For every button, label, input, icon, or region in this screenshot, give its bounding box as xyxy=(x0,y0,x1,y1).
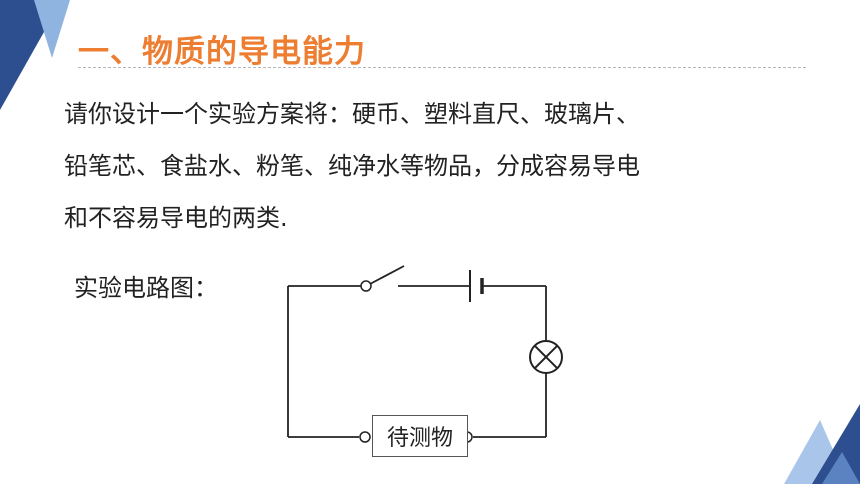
circuit-diagram xyxy=(287,265,563,443)
switch-blade xyxy=(369,265,405,285)
deco-triangle-light xyxy=(34,0,70,58)
deco-triangle-br-mid xyxy=(822,452,860,484)
circuit-label: 实验电路图： xyxy=(74,274,218,302)
paragraph-line: 和不容易导电的两类. xyxy=(64,204,288,232)
switch-terminal-left xyxy=(360,280,372,292)
title-divider xyxy=(78,67,806,68)
device-under-test-box: 待测物 xyxy=(372,415,468,457)
dut-terminal-left xyxy=(359,431,371,443)
page-title: 一、物质的导电能力 xyxy=(78,34,366,70)
device-under-test-label: 待测物 xyxy=(386,426,453,451)
paragraph-line: 铅笔芯、食盐水、粉笔、纯净水等物品，分成容易导电 xyxy=(64,152,640,180)
paragraph-line: 请你设计一个实验方案将：硬币、塑料直尺、玻璃片、 xyxy=(64,100,640,128)
instruction-paragraph: 请你设计一个实验方案将：硬币、塑料直尺、玻璃片、 铅笔芯、食盐水、粉笔、纯净水等… xyxy=(64,88,784,244)
